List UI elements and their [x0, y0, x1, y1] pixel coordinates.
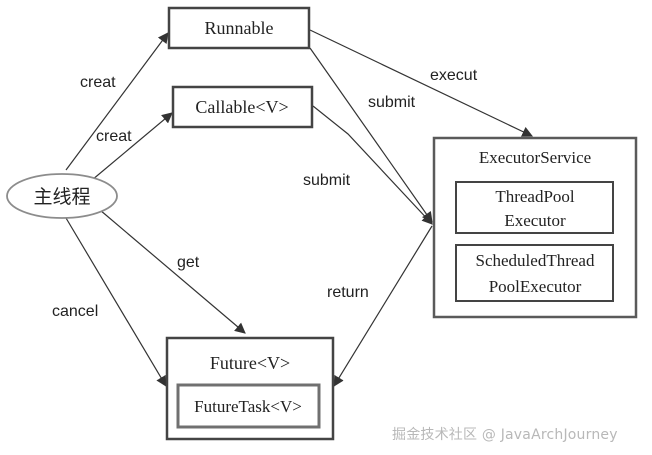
thread-pool-executor-node [455, 181, 614, 234]
thread-pool-executor-label-line1: ThreadPool [495, 187, 575, 206]
executor-service-label: ExecutorService [479, 148, 591, 167]
main-thread-node [6, 173, 118, 219]
scheduled-thread-pool-executor-node [455, 244, 614, 302]
edge-submit-runnable [309, 47, 433, 223]
edge-creat-callable [91, 112, 173, 181]
scheduled-executor-label-line1: ScheduledThread [476, 251, 595, 270]
scheduled-executor-label-line2: PoolExecutor [489, 277, 582, 296]
watermark: 掘金技术社区 @ JavaArchJourney [392, 427, 618, 443]
edge-get [99, 209, 246, 334]
edge-label-creat-runnable: creat [80, 74, 116, 91]
edge-label-creat-callable: creat [96, 128, 132, 145]
edge-label-submit-runnable: submit [368, 94, 416, 111]
future-label: Future<V> [210, 353, 290, 373]
edge-creat-runnable [65, 32, 169, 171]
edge-label-get: get [177, 254, 200, 271]
thread-pool-executor-label-line2: Executor [504, 211, 566, 230]
runnable-node [167, 6, 311, 50]
edge-submit-callable [312, 105, 433, 225]
edge-label-cancel: cancel [52, 303, 98, 320]
future-task-node [176, 383, 321, 429]
future-task-label: FutureTask<V> [194, 397, 302, 416]
callable-label: Callable<V> [195, 97, 288, 117]
main-thread-label: 主线程 [33, 186, 90, 208]
edge-label-submit-callable: submit [303, 172, 351, 189]
callable-node [171, 85, 314, 129]
edge-label-return: return [327, 284, 369, 301]
edge-return [333, 225, 433, 387]
edge-cancel [65, 217, 167, 387]
edge-execut [309, 29, 533, 137]
edge-label-execut: execut [430, 67, 478, 84]
runnable-label: Runnable [205, 18, 274, 38]
